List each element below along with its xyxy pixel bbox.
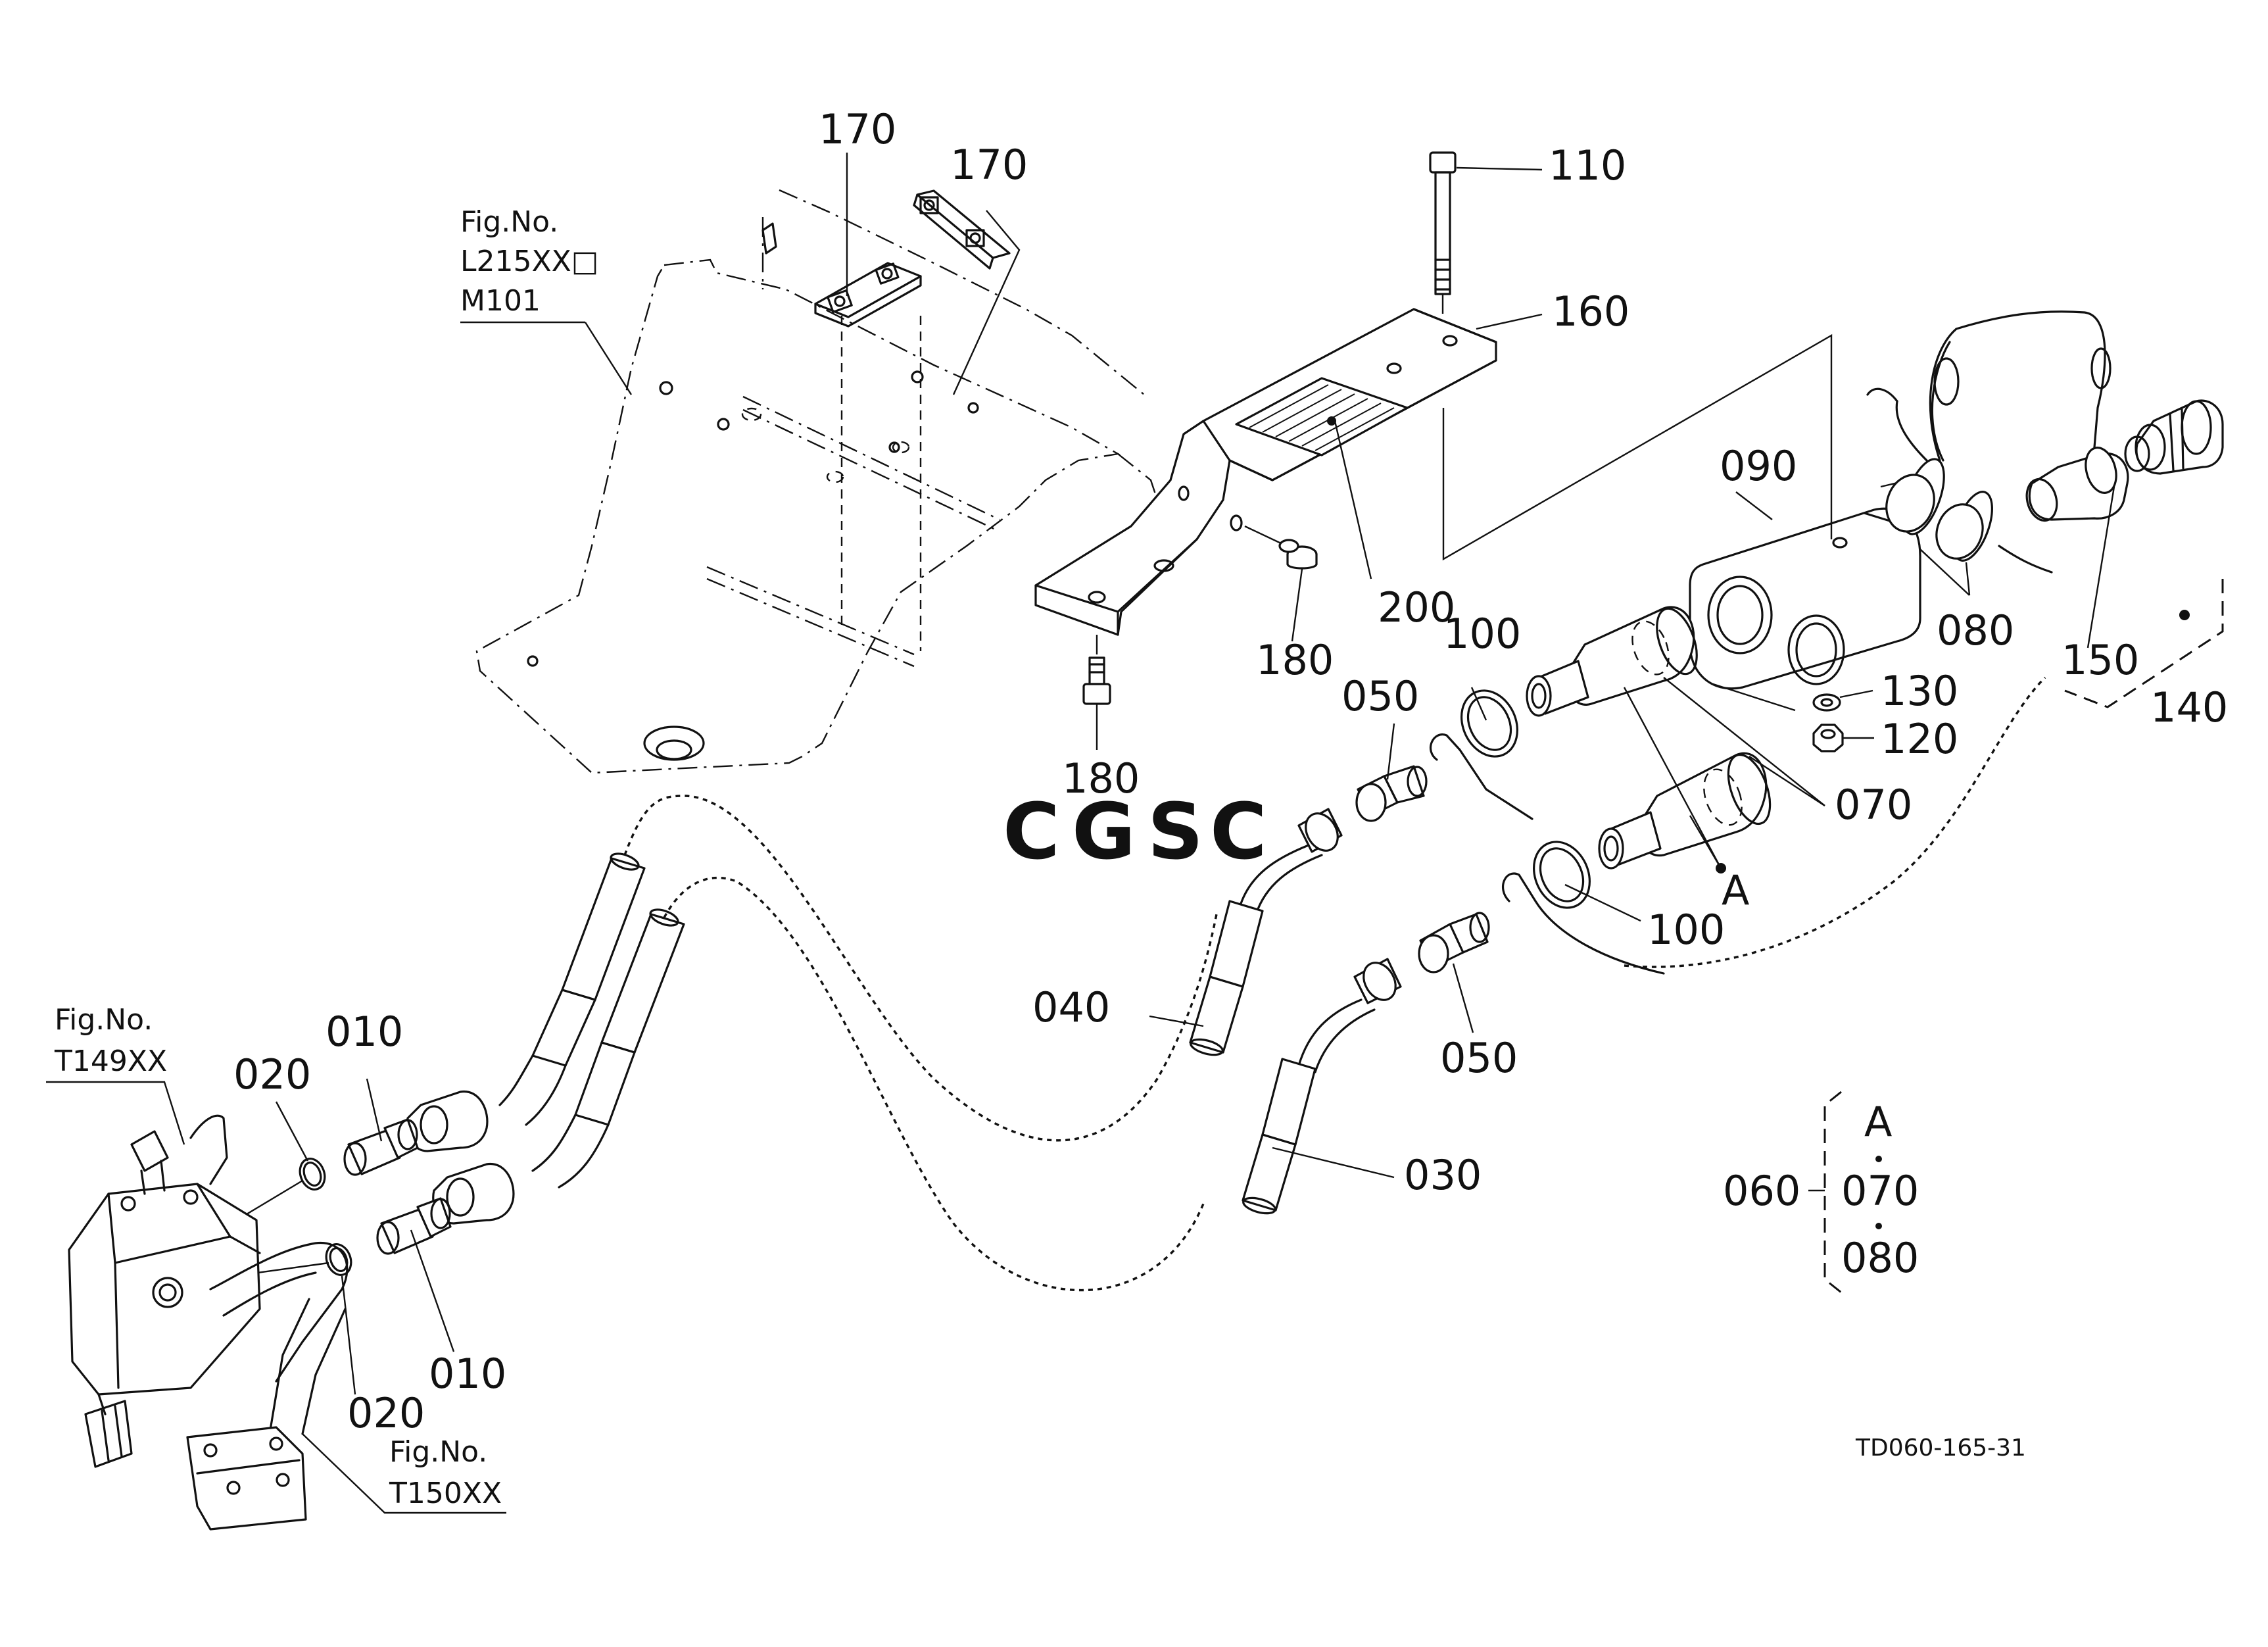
- callout-130: 130: [1881, 667, 1958, 715]
- fig-ref-l215: Fig.No. L215XX□ M101: [460, 205, 598, 318]
- watermark-letter-1: C: [1003, 786, 1060, 877]
- bracket-160: [1034, 308, 1497, 636]
- callout-dot-200: [1327, 416, 1336, 426]
- bracket-plate-170b: [913, 189, 1011, 270]
- hose-030: [1242, 958, 1402, 1215]
- coupler-070-lower: [1598, 752, 1772, 870]
- fig-ref-l215-line2: L215XX□: [460, 245, 598, 278]
- fig-ref-t149-line1: Fig.No.: [55, 1003, 153, 1037]
- callout-100-upper: 100: [1443, 610, 1521, 658]
- o-ring-100-lower: [1502, 841, 1665, 975]
- kit-legend-item-070: 070: [1841, 1167, 1919, 1215]
- dust-cap-080b: [1935, 491, 2053, 574]
- callout-070: 070: [1835, 781, 1912, 829]
- callout-090: 090: [1720, 442, 1797, 490]
- fender-panel: [475, 189, 1159, 774]
- kit-legend-number: 060: [1723, 1167, 1800, 1215]
- callout-140: 140: [2150, 683, 2228, 731]
- bolt-180-upper: [1244, 525, 1318, 570]
- hose-routing: [623, 676, 2046, 1292]
- callout-010-lower: 010: [429, 1350, 506, 1398]
- callout-leaders: [46, 153, 2115, 1514]
- kit-legend-item-A: A: [1864, 1098, 1892, 1146]
- control-valve: [68, 1114, 261, 1468]
- dust-cap-080a: [1866, 387, 1945, 535]
- kit-legend-dot-2: [1875, 1223, 1882, 1229]
- kit-bracket-140: [2064, 579, 2224, 708]
- callout-020-lower: 020: [347, 1389, 425, 1437]
- callout-labels: 170 170 110 160 090 200 180 180 100 100 …: [233, 105, 2228, 1437]
- hose-left-upper: [406, 852, 646, 1152]
- callout-010-upper: 010: [326, 1008, 403, 1056]
- fig-ref-l215-line1: Fig.No.: [460, 205, 558, 239]
- callout-180-lower: 180: [1062, 754, 1140, 802]
- fig-ref-t149: Fig.No. T149XX: [54, 1003, 167, 1078]
- male-plug-150: [2025, 447, 2129, 522]
- callout-170-a: 170: [819, 105, 896, 153]
- callout-020-upper: 020: [233, 1050, 311, 1098]
- callout-A: A: [1722, 866, 1749, 914]
- callout-100-lower: 100: [1647, 906, 1725, 954]
- adapter-050-lower: [1418, 912, 1490, 973]
- bolt-110: [1429, 151, 1457, 339]
- watermark-logo: C G S C: [1003, 786, 1267, 877]
- callout-050-lower: 050: [1440, 1034, 1518, 1082]
- coupler-070-upper: [1526, 606, 1698, 717]
- valve-block: [186, 1241, 349, 1531]
- callout-110: 110: [1549, 141, 1626, 189]
- callout-180-upper: 180: [1256, 636, 1334, 684]
- fig-ref-t149-line2: T149XX: [54, 1045, 167, 1078]
- callout-150: 150: [2062, 636, 2139, 684]
- callout-050-upper: 050: [1341, 672, 1419, 720]
- nut-120: [1812, 724, 1874, 752]
- coupler-holder-090: [1689, 507, 1921, 690]
- kit-legend-dot-1: [1875, 1156, 1882, 1162]
- watermark-letter-2: G: [1072, 786, 1136, 877]
- fig-ref-t150-line2: T150XX: [389, 1477, 502, 1510]
- callout-160: 160: [1552, 287, 1629, 335]
- callout-080: 080: [1937, 606, 2014, 654]
- callout-dot-140: [2179, 610, 2190, 620]
- o-ring-020-lower: [325, 1243, 352, 1276]
- bolt-180-lower: [1082, 635, 1111, 705]
- callout-dot-A: [1716, 863, 1726, 873]
- callout-030: 030: [1404, 1151, 1482, 1199]
- hose-040: [1189, 808, 1343, 1056]
- callout-120: 120: [1881, 715, 1958, 763]
- watermark-letter-4: C: [1210, 786, 1267, 877]
- bracket-plate-170a: [814, 262, 922, 328]
- watermark-letter-3: S: [1147, 786, 1203, 877]
- diagram-code: TD060-165-31: [1855, 1435, 2026, 1462]
- retaining-chain: [1929, 310, 2111, 462]
- fig-ref-t150: Fig.No. T150XX: [389, 1435, 502, 1510]
- o-ring-020-upper: [299, 1158, 326, 1191]
- coupler-140: [2124, 399, 2224, 475]
- adapter-050-upper: [1355, 765, 1428, 822]
- adapter-010-lower: [376, 1197, 452, 1255]
- adapter-010-upper: [343, 1118, 419, 1176]
- callout-200: 200: [1378, 583, 1455, 631]
- kit-legend-060: 060 A 070 080: [1723, 1091, 1919, 1294]
- callout-040: 040: [1032, 983, 1110, 1031]
- o-ring-100-upper: [1429, 689, 1533, 820]
- callout-170-b: 170: [950, 141, 1028, 189]
- kit-legend-item-080: 080: [1841, 1234, 1919, 1282]
- fig-ref-t150-line1: Fig.No.: [389, 1435, 487, 1469]
- hose-left-lower: [432, 908, 685, 1225]
- washer-130: [1812, 689, 1873, 712]
- fig-ref-l215-line3: M101: [460, 284, 541, 318]
